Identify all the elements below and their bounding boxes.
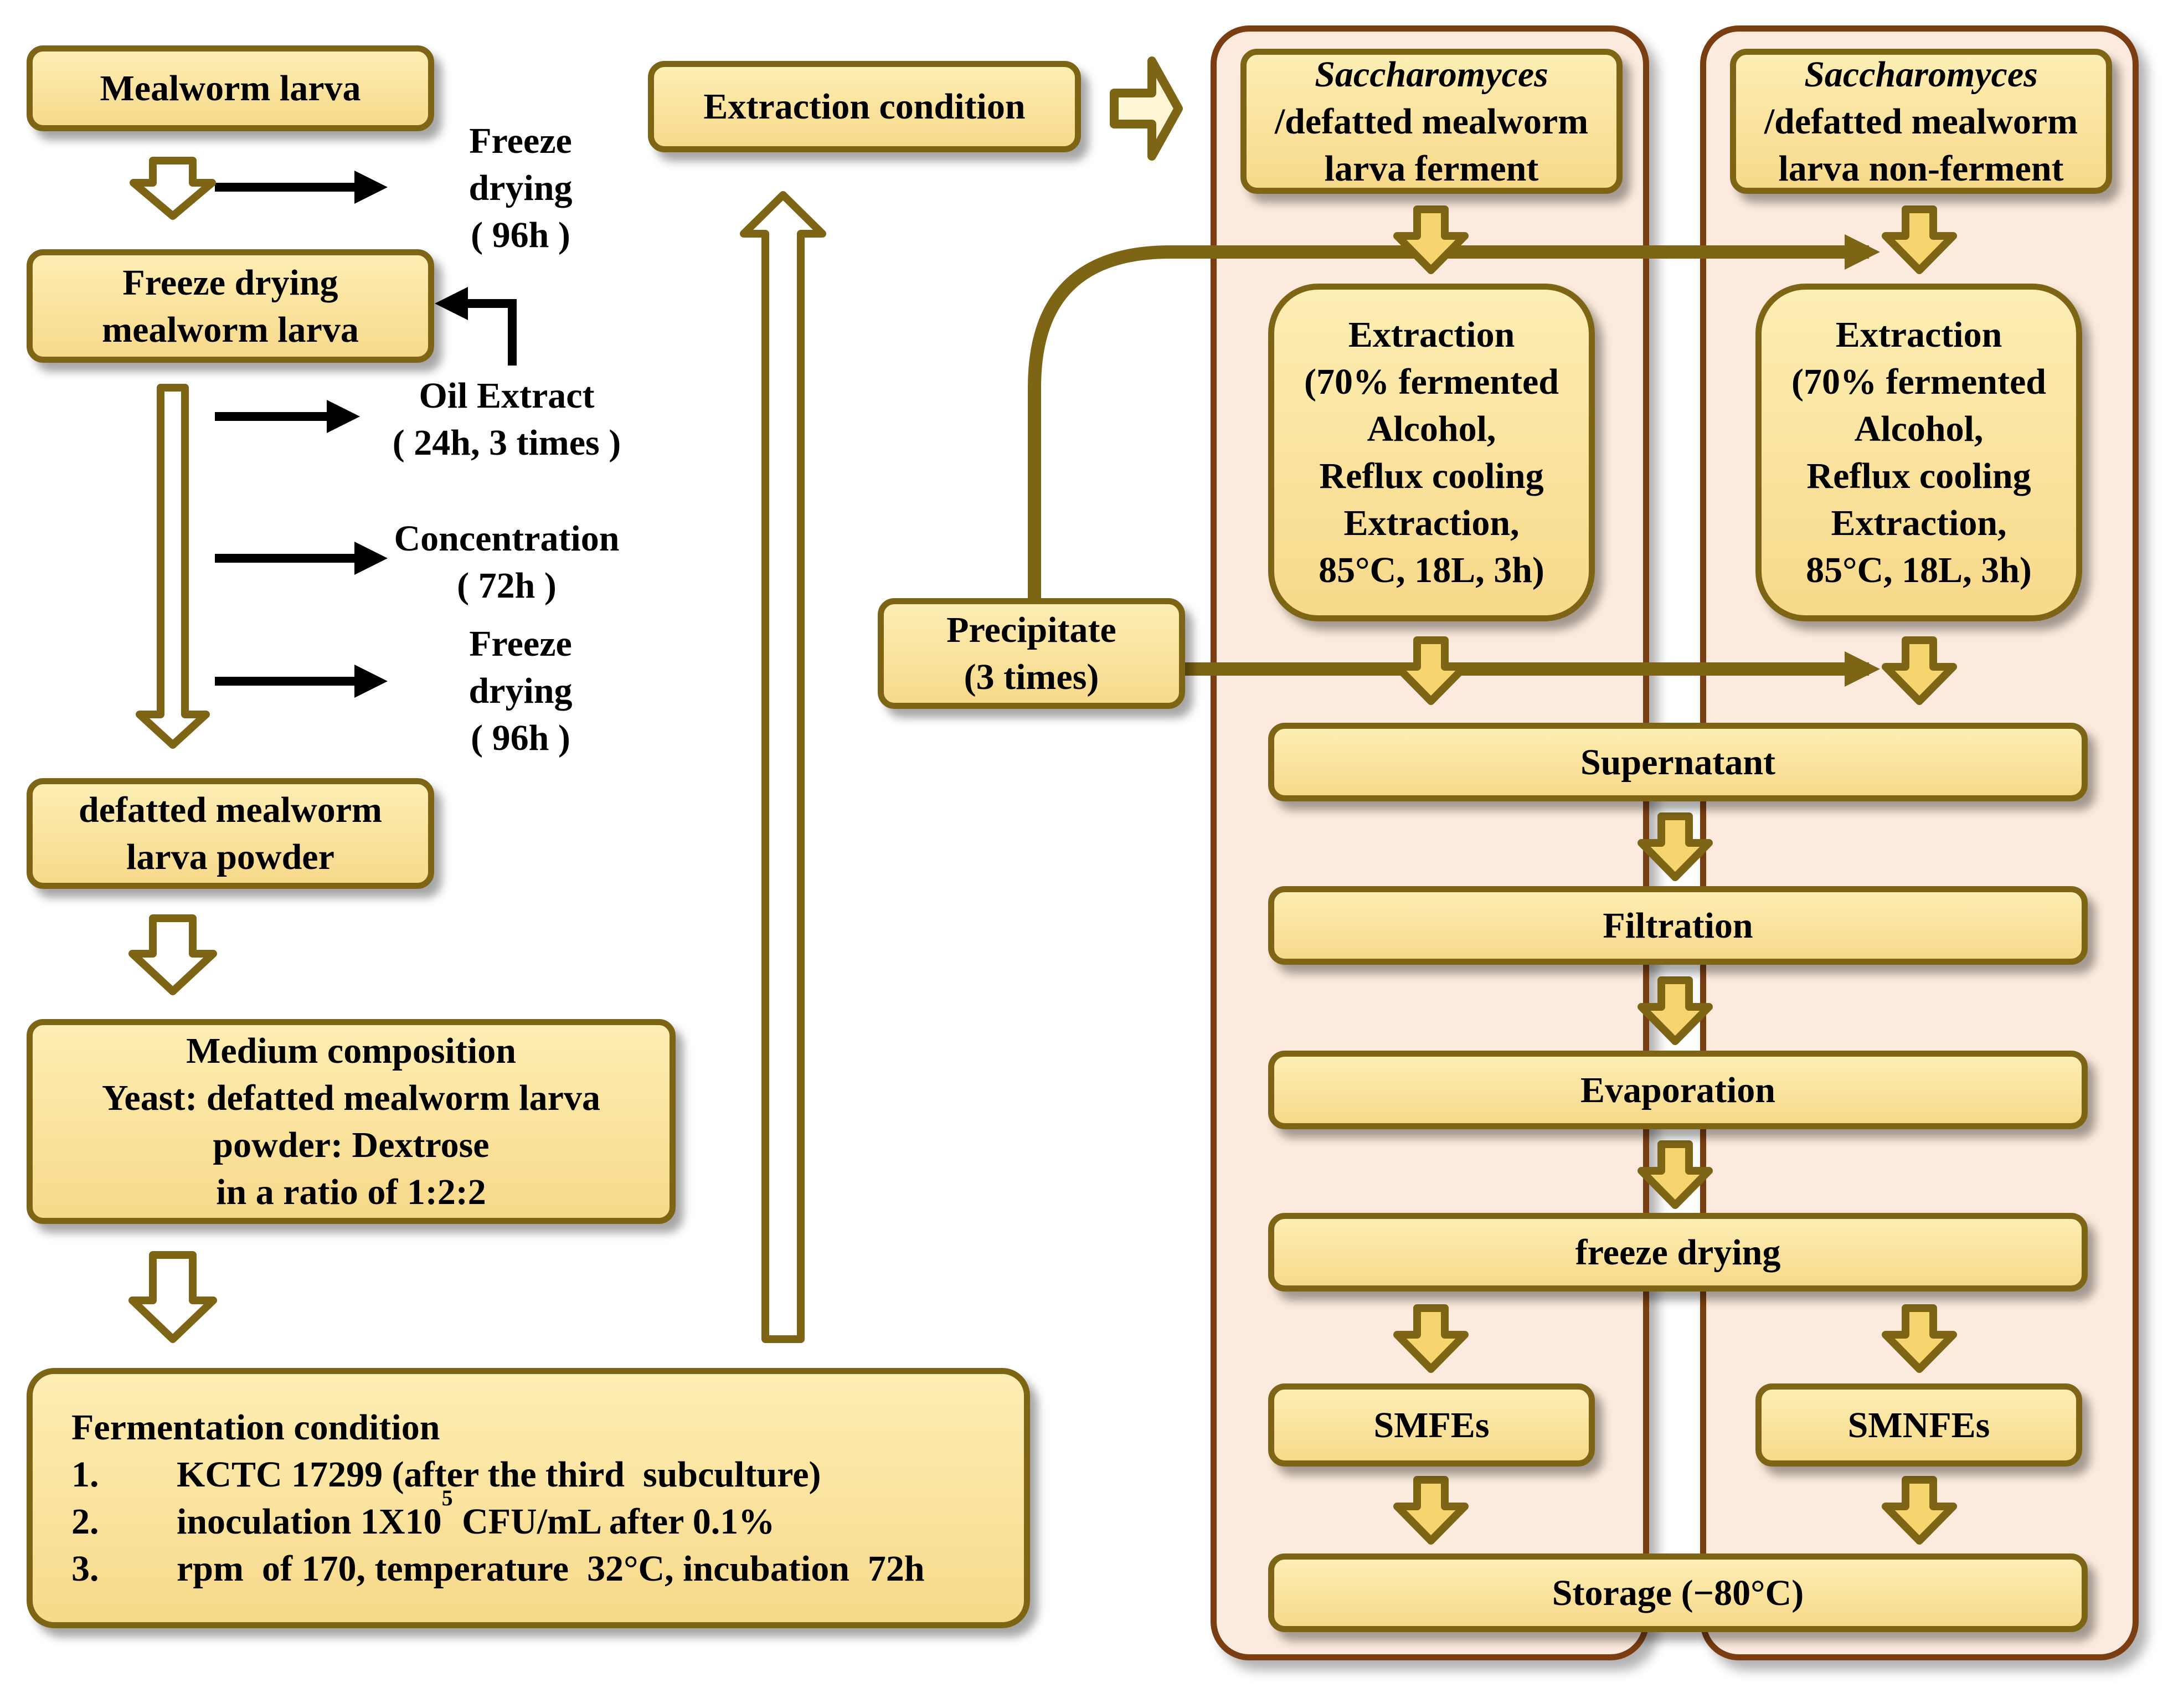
filtration-box: Filtration [1268, 886, 2088, 965]
nonferment-down-arrow-3 [1882, 1304, 1957, 1373]
ferment-down-arrow-2 [1393, 636, 1469, 705]
evaporation-label: Evaporation [1580, 1069, 1776, 1110]
down-arrow-2 [128, 914, 217, 995]
freeze-drying-label: freeze drying [1575, 1232, 1781, 1273]
medium-composition-line4: in a ratio of 1:2:2 [216, 1172, 486, 1212]
ferment-lane-title: Saccharomyces /defatted mealworm larva f… [1240, 49, 1623, 194]
ferment-down-arrow-4 [1393, 1476, 1469, 1545]
nonferment-title-italic: Saccharomyces [1804, 54, 2038, 95]
medium-composition-line2: Yeast: defatted mealworm larva [102, 1078, 600, 1118]
precipitate-return-line [1028, 234, 1880, 603]
freeze-drying-step1-label: Freeze drying ( 96h ) [468, 121, 573, 255]
medium-composition-box: Medium composition Yeast: defatted mealw… [27, 1019, 676, 1224]
right-arrow-to-lanes [1110, 56, 1183, 161]
mealworm-larva-label: Mealworm larva [100, 68, 361, 109]
oil-extract-return-arrow [435, 287, 517, 366]
defatted-powder-line2: larva powder [126, 837, 334, 877]
smfes-label: SMFEs [1373, 1405, 1490, 1445]
down-arrow-3 [128, 1251, 217, 1343]
precipitate-line2: (3 times) [964, 657, 1099, 697]
supernatant-label: Supernatant [1580, 742, 1776, 783]
nonferment-title-line3: larva non-ferment [1778, 148, 2064, 189]
smnfes-label: SMNFEs [1847, 1405, 1990, 1445]
shared-down-arrow-1 [1638, 812, 1713, 881]
fermentation-item-1: 1. KCTC 17299 (after the third subcultur… [71, 1454, 821, 1495]
medium-composition-line1: Medium composition [186, 1031, 516, 1071]
smfes-box: SMFEs [1268, 1383, 1595, 1467]
medium-composition-line3: powder: Dextrose [213, 1125, 490, 1165]
precipitate-line1: Precipitate [946, 610, 1116, 650]
long-up-arrow [740, 191, 826, 1343]
ferment-title-italic: Saccharomyces [1315, 54, 1548, 95]
ferment-down-arrow-1 [1393, 205, 1469, 274]
extraction-condition-box: Extraction condition [648, 61, 1081, 152]
nonferment-lane-title: Saccharomyces /defatted mealworm larva n… [1730, 49, 2112, 194]
nonferment-title-line2: /defatted mealworm [1764, 101, 2078, 142]
fermentation-condition-box: Fermentation condition 1. KCTC 17299 (af… [27, 1368, 1030, 1628]
freeze-drying-mealworm-box: Freeze drying mealworm larva [27, 249, 434, 363]
ferment-title-line2: /defatted mealworm [1274, 101, 1589, 142]
extraction-condition-label: Extraction condition [703, 86, 1026, 127]
freeze-drying-box-line1: Freeze drying [122, 262, 338, 303]
ferment-down-arrow-3 [1393, 1304, 1469, 1373]
defatted-powder-box: defatted mealworm larva powder [27, 778, 434, 889]
freeze-drying-box-line2: mealworm larva [102, 309, 359, 350]
filtration-label: Filtration [1603, 905, 1753, 946]
ferment-title-line3: larva ferment [1324, 148, 1539, 189]
concentration-label: Concentration ( 72h ) [394, 518, 620, 606]
defatted-powder-line1: defatted mealworm [79, 790, 382, 830]
ferment-extraction-box: Extraction (70% fermented Alcohol, Reflu… [1268, 284, 1595, 621]
freeze-drying-step2-label: Freeze drying ( 96h ) [468, 624, 573, 758]
shared-down-arrow-2 [1638, 976, 1713, 1045]
nonferment-down-arrow-1 [1882, 205, 1957, 274]
storage-label: Storage (−80°C) [1552, 1572, 1804, 1613]
fermentation-condition-title: Fermentation condition [71, 1407, 440, 1448]
evaporation-box: Evaporation [1268, 1051, 2088, 1129]
supernatant-box: Supernatant [1268, 723, 2088, 801]
storage-box: Storage (−80°C) [1268, 1553, 2088, 1632]
lane-arrows [1393, 205, 1957, 1545]
freeze-drying-box: freeze drying [1268, 1213, 2088, 1292]
nonferment-down-arrow-4 [1882, 1476, 1957, 1545]
smnfes-box: SMNFEs [1755, 1383, 2082, 1467]
oil-extract-label: Oil Extract ( 24h, 3 times ) [392, 375, 621, 463]
down-arrow-1 [130, 157, 216, 220]
nonferment-extraction-box: Extraction (70% fermented Alcohol, Reflu… [1755, 284, 2082, 621]
fermentation-item-3: 3. rpm of 170, temperature 32°C, incubat… [71, 1548, 925, 1589]
shared-down-arrow-3 [1638, 1140, 1713, 1209]
mealworm-larva-box: Mealworm larva [27, 45, 434, 131]
nonferment-down-arrow-2 [1882, 636, 1957, 705]
long-down-arrow [136, 384, 210, 749]
precipitate-box: Precipitate (3 times) [878, 598, 1185, 709]
